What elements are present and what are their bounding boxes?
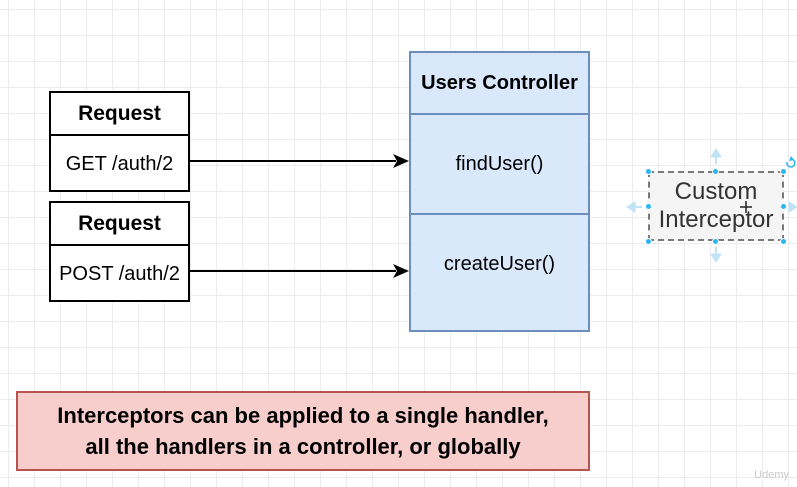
resize-handle-bottom-left[interactable] — [645, 238, 652, 245]
custom-interceptor-line2: Interceptor — [658, 206, 774, 233]
request-box-post-route: POST /auth/2 — [59, 263, 180, 285]
resize-handle-top[interactable] — [712, 168, 719, 175]
request-box-get-header: Request — [51, 93, 188, 136]
handler-find-user[interactable]: findUser() — [411, 115, 588, 215]
arrow-post-to-create-user — [190, 264, 409, 278]
resize-handle-bottom[interactable] — [712, 238, 719, 245]
udemy-watermark: Udemy — [754, 469, 789, 481]
users-controller-box[interactable]: Users Controller findUser() createUser() — [409, 51, 590, 332]
resize-handle-top-left[interactable] — [645, 168, 652, 175]
interceptor-scope-note[interactable]: Interceptors can be applied to a single … — [16, 391, 590, 471]
custom-interceptor-line1: Custom — [674, 178, 758, 205]
rotate-icon — [786, 156, 796, 168]
handler-create-user[interactable]: createUser() — [443, 252, 556, 275]
resize-handle-top-right[interactable] — [780, 168, 787, 175]
users-controller-title: Users Controller — [411, 53, 588, 115]
request-box-get[interactable]: Request GET /auth/2 — [49, 91, 190, 192]
resize-handle-left[interactable] — [645, 203, 652, 210]
request-box-post-header: Request — [51, 203, 188, 246]
interceptor-scope-note-text: Interceptors can be applied to a single … — [57, 400, 548, 462]
note-line2: all the handlers in a controller, or glo… — [85, 434, 521, 459]
arrow-get-to-find-user — [190, 154, 409, 168]
custom-interceptor-label: Custom Interceptor — [659, 178, 774, 234]
custom-interceptor-box[interactable]: Custom Interceptor — [648, 171, 784, 241]
resize-handle-right[interactable] — [780, 203, 787, 210]
note-line1: Interceptors can be applied to a single … — [57, 403, 549, 428]
resize-handle-bottom-right[interactable] — [780, 238, 787, 245]
request-box-post[interactable]: Request POST /auth/2 — [49, 201, 190, 302]
request-box-get-route: GET /auth/2 — [65, 153, 174, 175]
